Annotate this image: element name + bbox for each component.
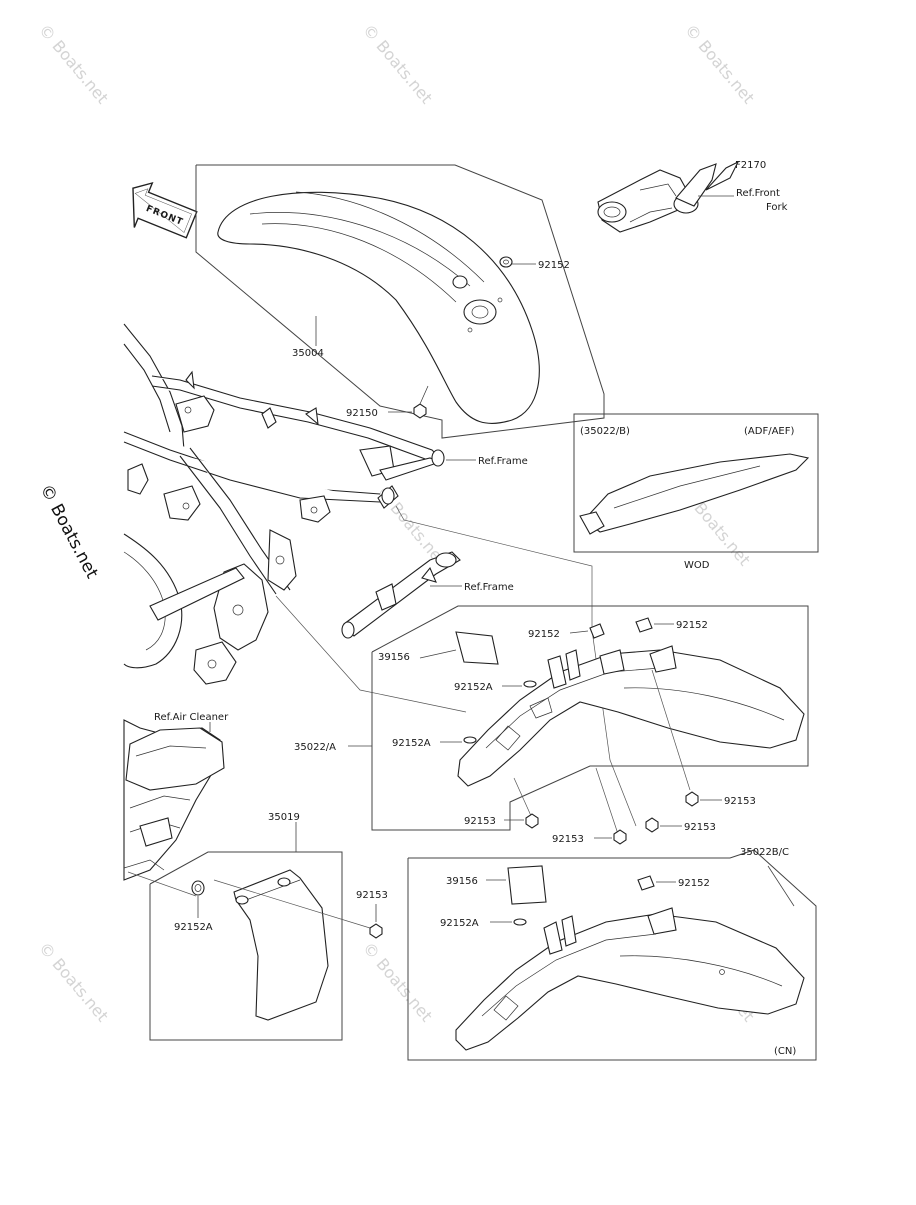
part-label-92152: 92152 [678, 878, 710, 889]
part-label-92152a: 92152A [440, 918, 479, 929]
part-label-35019: 35019 [268, 812, 300, 823]
cn-variant-group-outline [407, 849, 817, 1061]
mud-flap-drawing [127, 869, 371, 1021]
variant-inset-box [573, 413, 819, 553]
clip-92152a-drawing [463, 736, 477, 744]
bolt-92153-drawing [645, 817, 659, 833]
watermark-text: © Boats.net [35, 20, 112, 107]
ref-air-cleaner-label: Ref.Air Cleaner [154, 712, 229, 723]
air-cleaner-drawing [123, 719, 225, 881]
part-label-35004: 35004 [292, 348, 324, 359]
clip-92152a-drawing [513, 918, 527, 926]
clip-nut-92152-drawing [637, 875, 655, 891]
mud-flap-group-outline [149, 851, 343, 1041]
bolt-92153-drawing [613, 829, 627, 845]
ref-frame-label-upper: Ref.Frame [478, 456, 528, 467]
watermark-text-dark: © Boats.net [36, 481, 103, 582]
bolt-92153-drawing [369, 923, 383, 939]
part-label-92153: 92153 [356, 890, 388, 901]
variant-inset-code: (35022/B) [580, 426, 630, 437]
part-label-92152: 92152 [538, 260, 570, 271]
front-fender-drawing [217, 191, 540, 424]
frame-drawing [123, 323, 445, 685]
variant-inset-market: (ADF/AEF) [744, 426, 794, 437]
part-label-92150: 92150 [346, 408, 378, 419]
ref-front-fork-label-2: Fork [766, 202, 788, 213]
frame-bracket-drawing [341, 551, 461, 639]
ref-front-fork-label-1: Ref.Front [736, 188, 780, 199]
front-fender-group-outline [195, 164, 605, 439]
part-label-92152a: 92152A [392, 738, 431, 749]
watermark-text: © Boats.net [359, 938, 436, 1025]
label-sticker-39156-drawing [507, 865, 547, 905]
part-label-35022a: 35022/A [294, 742, 336, 753]
watermark-text: © Boats.net [35, 938, 112, 1025]
rear-flap-wod-drawing [579, 453, 810, 535]
clip-nut-92152-drawing [589, 623, 605, 639]
part-label-92153: 92153 [552, 834, 584, 845]
front-direction-arrow: FRONT [132, 181, 198, 239]
clip-nut-92152-drawing [635, 617, 653, 633]
label-sticker-39156-drawing [455, 631, 499, 665]
variant-cn-code: 35022B/C [740, 847, 789, 858]
figure-id: F2170 [735, 160, 766, 171]
rear-fender-drawing [457, 645, 805, 787]
clip-nut-92152-drawing [499, 256, 513, 268]
rear-fender-group-outline [371, 605, 809, 831]
part-label-92152a: 92152A [174, 922, 213, 933]
ref-frame-label-lower: Ref.Frame [464, 582, 514, 593]
clip-92152a-drawing [191, 880, 205, 896]
part-label-92153: 92153 [684, 822, 716, 833]
bolt-92150-drawing [413, 385, 429, 419]
part-label-92152a: 92152A [454, 682, 493, 693]
bolt-92153-drawing [525, 813, 539, 829]
watermark-text: © Boats.net [359, 20, 436, 107]
part-label-39156: 39156 [446, 876, 478, 887]
variant-inset-caption: WOD [684, 560, 710, 571]
part-label-92153: 92153 [724, 796, 756, 807]
part-label-92152: 92152 [676, 620, 708, 631]
watermarks: © Boats.net © Boats.net © Boats.net © Bo… [35, 20, 758, 1025]
watermark-text: © Boats.net [681, 20, 758, 107]
rear-fender-cn-drawing [455, 907, 805, 1051]
part-label-92152: 92152 [528, 629, 560, 640]
bolt-92153-drawing [685, 791, 699, 807]
front-fork-bracket-drawing [597, 160, 740, 233]
variant-cn-market: (CN) [774, 1046, 796, 1057]
clip-92152a-drawing [523, 680, 537, 688]
part-label-92153: 92153 [464, 816, 496, 827]
part-label-39156: 39156 [378, 652, 410, 663]
